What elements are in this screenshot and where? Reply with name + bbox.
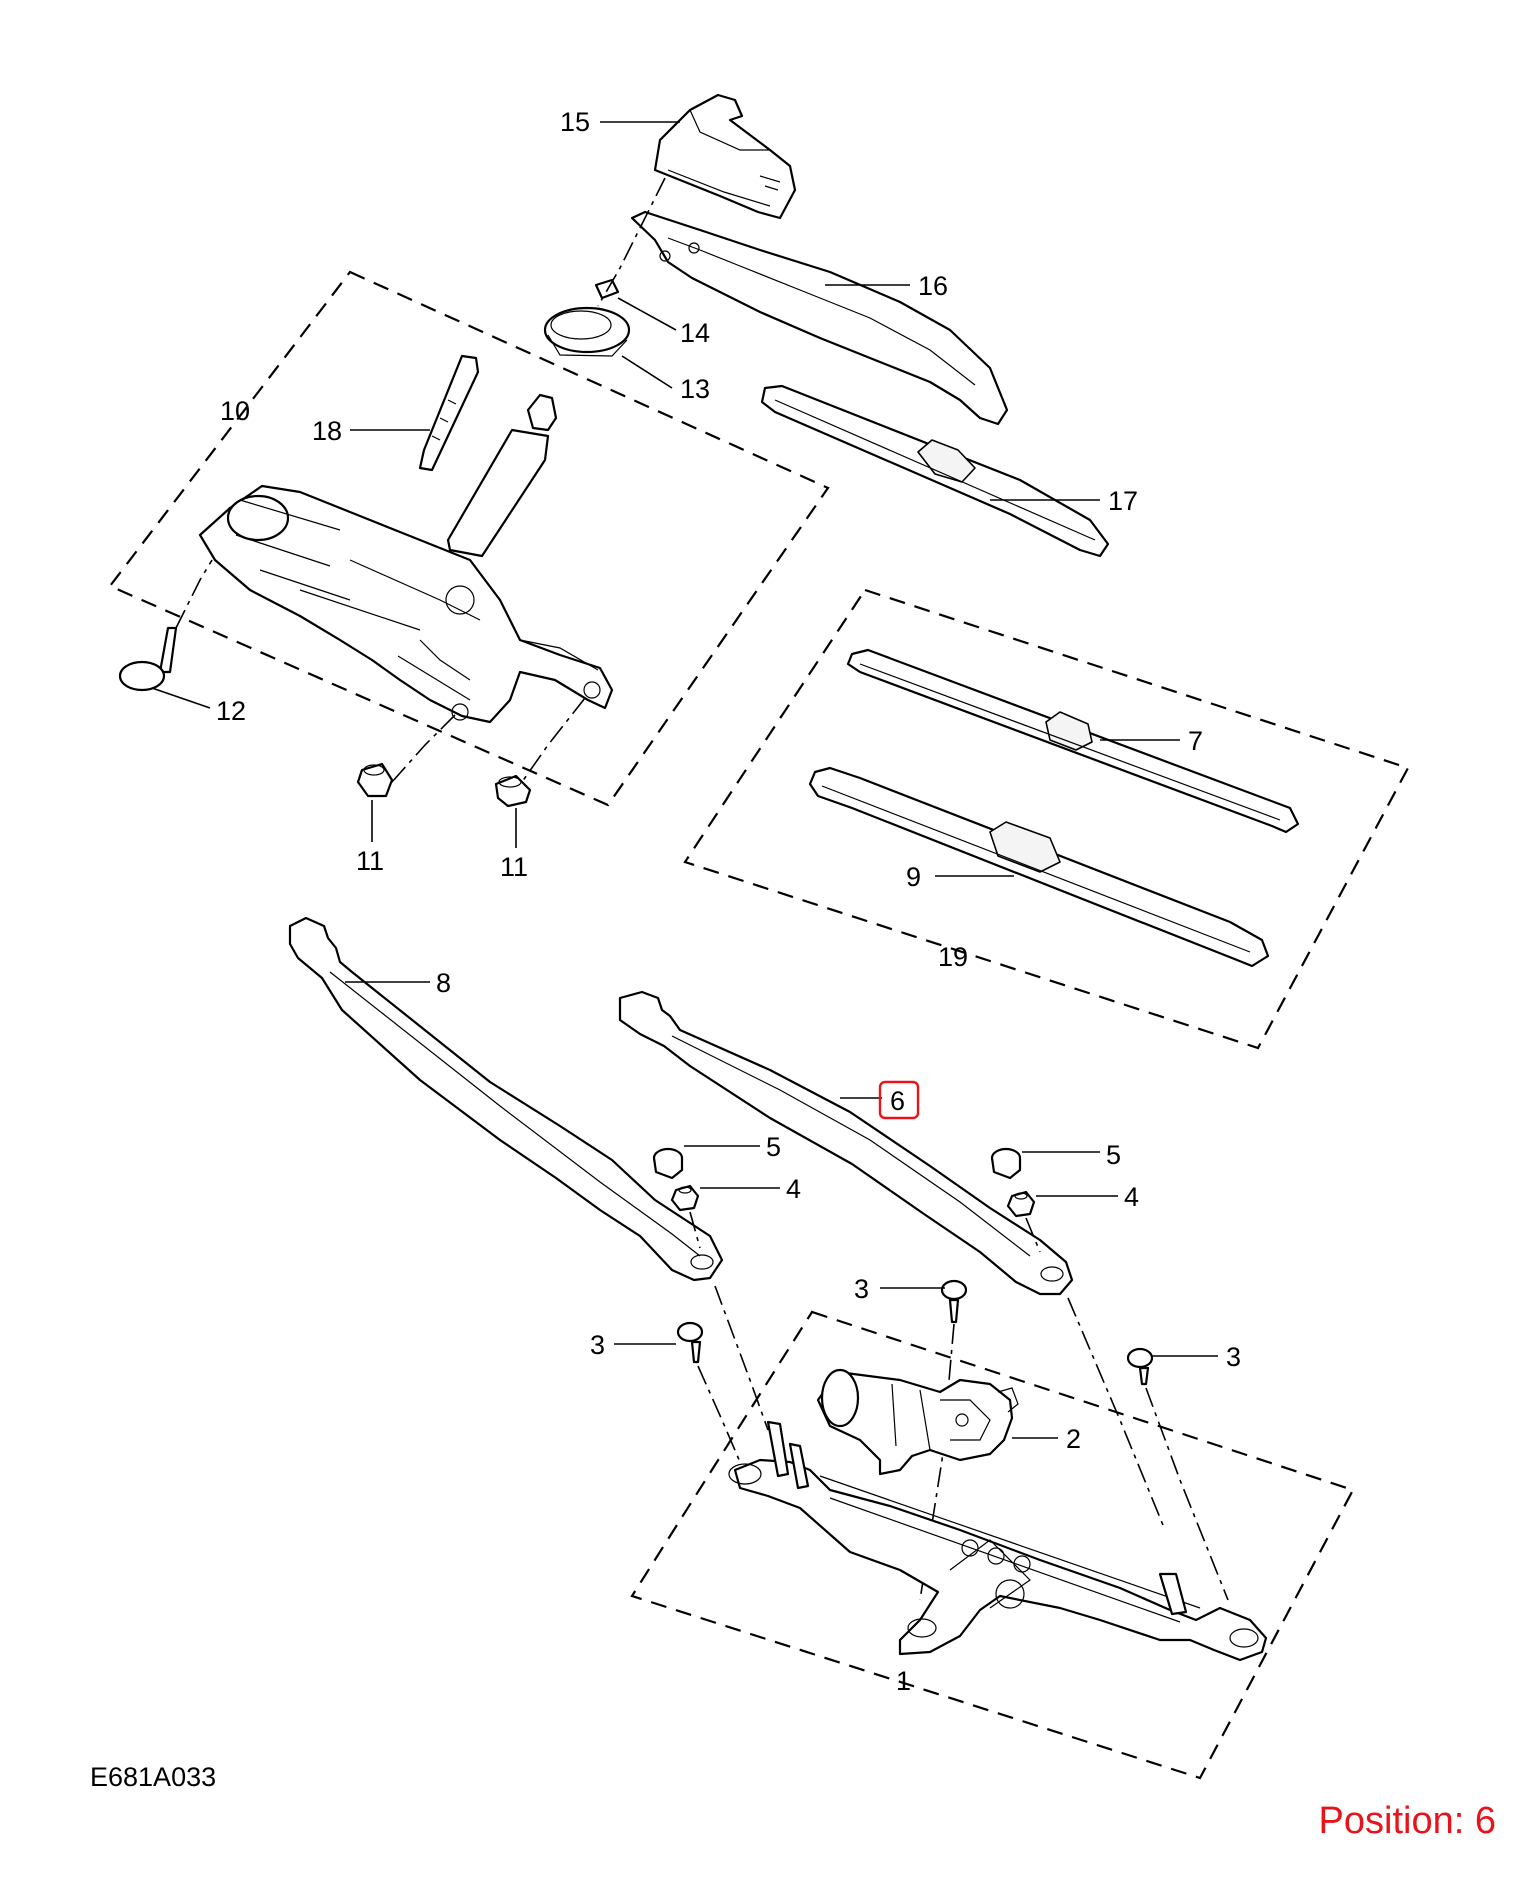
drawing-code: E681A033 — [90, 1762, 217, 1792]
callout-11-right: 11 — [500, 852, 528, 882]
arm-right-axis — [1067, 1297, 1166, 1531]
arm-nut-left — [670, 1184, 700, 1212]
front-wiper-linkage — [728, 1420, 1268, 1662]
callout-14: 14 — [680, 318, 710, 348]
callout-3-right: 3 — [1226, 1342, 1241, 1372]
rear-mount-bolt — [118, 559, 213, 692]
bolt-right-axis — [1145, 1387, 1229, 1601]
callout-5-right: 5 — [1106, 1140, 1121, 1170]
bolt-left-axis — [697, 1365, 741, 1463]
leader-lines — [151, 121, 1218, 1439]
callout-6: 6 — [890, 1086, 905, 1116]
callout-11-left: 11 — [356, 846, 384, 876]
callout-12: 12 — [216, 696, 246, 726]
linkage-bolt-right — [1126, 1347, 1154, 1386]
rear-motor-screw — [418, 354, 480, 472]
callout-18: 18 — [312, 416, 342, 446]
rear-wiper-blade — [760, 384, 1110, 558]
callout-1: 1 — [896, 1666, 911, 1696]
group-box-10 — [108, 270, 830, 807]
motor-axis-right — [521, 697, 586, 783]
arm-cap-left — [652, 1147, 684, 1180]
callout-19: 19 — [938, 942, 968, 972]
callout-8: 8 — [436, 968, 451, 998]
rear-wiper-arm — [630, 210, 1009, 426]
callout-9: 9 — [906, 862, 921, 892]
linkage-bolt-left — [676, 1321, 704, 1364]
cap-axis-line — [597, 177, 666, 307]
callout-10: 10 — [220, 396, 250, 426]
rear-wiper-cover-cap — [653, 93, 797, 220]
rear-rubber-mount-right — [494, 774, 532, 808]
callout-17: 17 — [1108, 486, 1138, 516]
callout-7: 7 — [1188, 726, 1203, 756]
callout-4-right: 4 — [1124, 1182, 1139, 1212]
front-wiper-arm-left — [288, 916, 724, 1282]
motor-axis-left — [391, 714, 456, 783]
linkage-bolt-middle — [940, 1279, 968, 1324]
group-box-19 — [683, 588, 1410, 1050]
front-wiper-arm-right — [618, 990, 1074, 1296]
arm-left-axis — [714, 1285, 769, 1431]
front-wiper-blade-lower — [808, 766, 1270, 968]
callout-13: 13 — [680, 374, 710, 404]
callout-6-highlight — [878, 1080, 920, 1120]
callout-15: 15 — [560, 107, 590, 137]
callout-16: 16 — [918, 271, 948, 301]
callout-3-middle: 3 — [854, 1274, 869, 1304]
callout-4-left: 4 — [786, 1174, 801, 1204]
arm-cap-right — [990, 1147, 1022, 1180]
group-box-1 — [630, 1310, 1355, 1780]
front-wiper-motor — [816, 1368, 1019, 1476]
position-indicator: Position: 6 — [1318, 1800, 1496, 1842]
nut-right-axis — [1025, 1217, 1041, 1253]
front-wiper-blade-upper — [846, 648, 1300, 834]
rear-grommet — [543, 306, 631, 357]
callout-2: 2 — [1066, 1424, 1081, 1454]
callout-5-left: 5 — [766, 1132, 781, 1162]
callout-3-left: 3 — [590, 1330, 605, 1360]
rear-wiper-motor-assembly — [198, 393, 614, 724]
rear-rubber-mount-left — [356, 762, 394, 798]
arm-nut-right — [1006, 1190, 1036, 1218]
nut-left-axis — [689, 1211, 701, 1249]
